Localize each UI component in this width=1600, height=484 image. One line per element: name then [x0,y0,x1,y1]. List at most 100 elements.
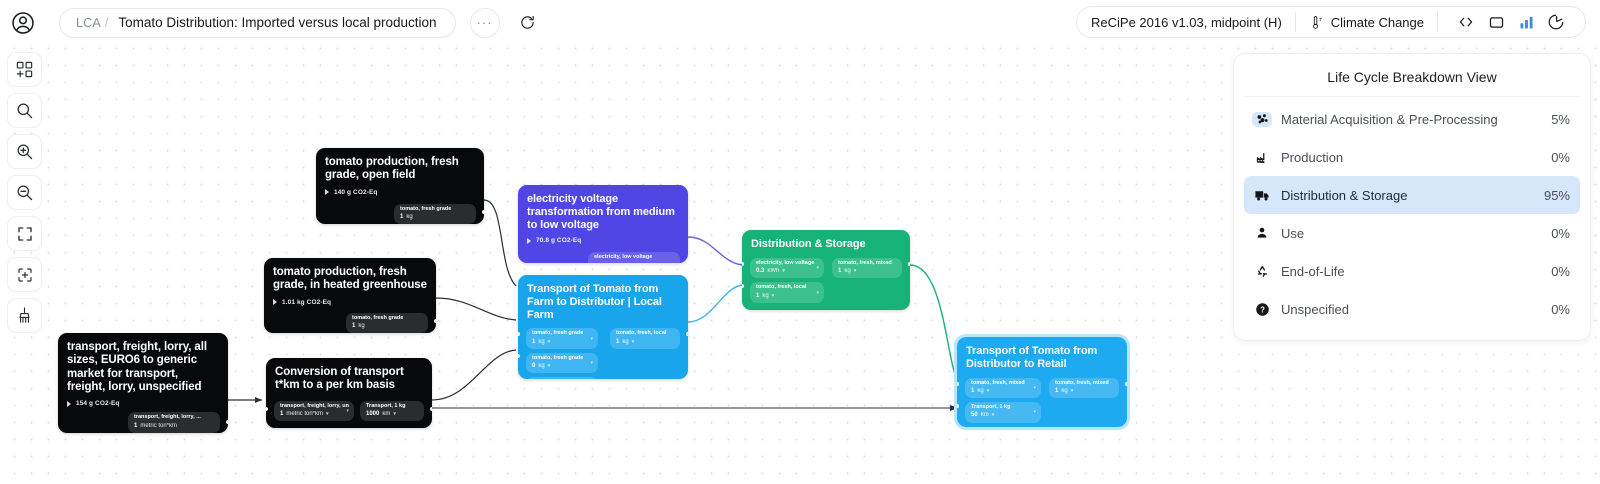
breadcrumb-root[interactable]: LCA [76,15,101,30]
port-label: tomato, fresh, local [616,330,667,337]
node-tomato-greenhouse[interactable]: tomato production, fresh grade, in heate… [264,258,436,333]
lc-row-end-of-life[interactable]: End-of-Life 0% [1244,252,1580,290]
pie-chart-icon[interactable] [1541,7,1571,37]
more-options-button[interactable]: ··· [469,7,500,38]
chevron-down-icon[interactable]: ▾ [590,335,593,342]
avatar[interactable] [0,0,45,45]
node-impact: 154 g CO2-Eq [67,400,219,407]
expand-triangle-icon[interactable] [273,299,277,306]
chevron-down-icon[interactable]: ▾ [1033,409,1036,416]
info-icon[interactable]: ⓘ [897,309,903,310]
zoom-out-icon[interactable] [7,175,42,210]
header-tools: ReCiPe 2016 v1.03, midpoint (H) Climate … [1076,6,1586,38]
lc-row-distribution-storage[interactable]: Distribution & Storage 95% [1244,176,1580,214]
port-connector-dot-in-1[interactable] [957,381,959,386]
port-connector-dot-in-2[interactable] [518,354,520,359]
node-conversion-tkm[interactable]: Conversion of transport t*km to a per km… [266,358,432,428]
chevron-down-icon[interactable]: ▾ [346,407,349,414]
breadcrumb[interactable]: LCA / Tomato Distribution: Imported vers… [59,7,456,38]
pill-divider-2 [1437,12,1438,32]
port-connector-dot-in-1[interactable] [742,261,744,266]
code-icon[interactable] [1451,7,1481,37]
lc-row-use[interactable]: Use 0% [1244,214,1580,252]
refresh-button[interactable] [512,7,544,39]
cleanup-broom-icon[interactable] [7,298,42,333]
expand-triangle-icon[interactable] [527,237,531,244]
node-title: Distribution & Storage [751,238,866,250]
lc-value: 0% [1551,301,1570,317]
method-pill[interactable]: ReCiPe 2016 v1.03, midpoint (H) Climate … [1076,6,1586,38]
port-connector-dot[interactable] [434,318,436,323]
lc-row-production[interactable]: Production 0% [1244,138,1580,176]
search-icon[interactable] [7,93,42,128]
port-connector-dot[interactable] [482,209,484,214]
top-header: LCA / Tomato Distribution: Imported vers… [0,0,1600,45]
input-port-3[interactable]: Transport, 1 kg 3800km▾ ▾ [526,377,598,379]
expand-triangle-icon[interactable] [67,400,71,407]
node-electricity-transformation[interactable]: electricity voltage transformation from … [518,185,688,263]
lc-row-material-acquisition[interactable]: Material Acquisition & Pre-Processing 5% [1244,100,1580,138]
port-connector-dot-in-2[interactable] [742,283,744,288]
panel-icon[interactable] [1481,7,1511,37]
chevron-down-icon[interactable]: ▾ [1033,384,1036,391]
port-connector-dot[interactable] [226,420,228,425]
node-transport-lorry[interactable]: transport, freight, lorry, all sizes, EU… [58,333,228,433]
impact-category-selector[interactable]: Climate Change [1309,15,1424,30]
lc-row-unspecified[interactable]: ? Unspecified 0% [1244,290,1580,328]
port-connector-dot-out[interactable] [430,406,432,411]
port-connector-dot-in-1[interactable] [518,332,520,337]
port-connector-dot-out-1[interactable] [1125,381,1127,386]
port-label: tomato, fresh, mixed [838,259,892,266]
node-footer: ⓘ [266,425,432,428]
chevron-down-icon[interactable]: ▾ [816,265,819,271]
output-port[interactable]: electricity, low voltage 1kWh [588,252,680,263]
port-label: Transport, 1 kg [366,402,406,409]
bar-chart-icon[interactable] [1511,7,1541,37]
node-distribution-storage[interactable]: Distribution & Storage electricity, low … [742,230,910,310]
info-icon[interactable]: ⓘ [419,427,425,428]
node-farm-to-distributor[interactable]: Transport of Tomato from Farm to Distrib… [518,275,688,379]
truck-icon [1252,187,1272,204]
node-tomato-open-field[interactable]: tomato production, fresh grade, open fie… [316,148,484,224]
zoom-in-icon[interactable] [7,134,42,169]
node-distributor-to-retail[interactable]: Transport of Tomato from Distributor to … [954,334,1130,430]
expand-triangle-icon[interactable] [325,189,329,196]
fit-view-icon[interactable] [7,216,42,251]
refresh-icon [521,15,534,29]
port-connector-dot-in-2[interactable] [957,403,959,408]
port-connector-dot-in-3[interactable] [518,376,520,379]
chevron-down-icon[interactable]: ▾ [590,360,593,367]
port-connector-dot[interactable] [686,258,688,263]
add-node-icon[interactable] [7,52,42,87]
chevron-down-icon[interactable]: ▾ [816,289,819,296]
impact-value: 1.01 kg CO2-Eq [282,298,332,306]
port-label: electricity, low voltage [594,254,653,261]
node-title: Transport of Tomato from Farm to Distrib… [527,283,662,321]
port-connector-dot-out-1[interactable] [686,332,688,337]
focus-add-icon[interactable] [7,257,42,292]
port-connector-dot-in[interactable] [266,406,268,411]
port-connector-dot-out-1[interactable] [908,261,910,266]
